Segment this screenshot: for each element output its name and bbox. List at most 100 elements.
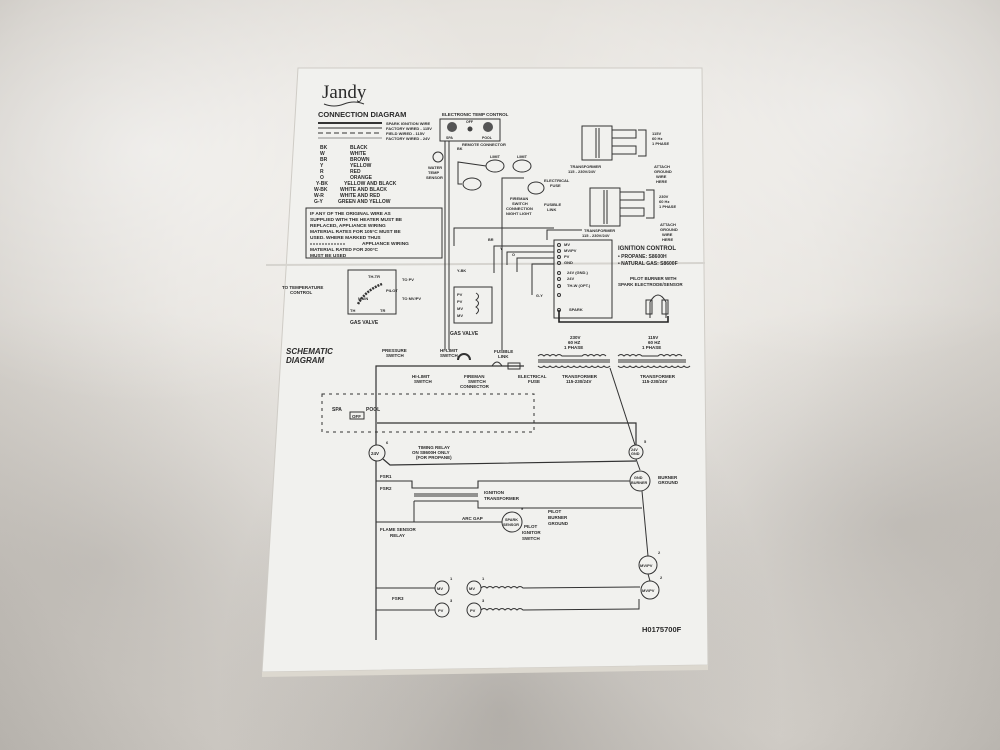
svg-text:RELAY: RELAY [390, 533, 405, 538]
svg-text:230V: 230V [570, 335, 581, 340]
svg-text:1: 1 [450, 576, 453, 581]
part-number: H0175700F [642, 625, 682, 634]
svg-text:BK: BK [457, 147, 463, 151]
svg-text:24V: 24V [567, 276, 574, 281]
svg-text:ORANGE: ORANGE [350, 175, 373, 181]
svg-text:MUST BE USED: MUST BE USED [310, 253, 347, 259]
svg-text:TEMP: TEMP [428, 170, 439, 175]
svg-text:BR: BR [488, 238, 494, 242]
svg-text:O: O [512, 253, 515, 257]
svg-text:2: 2 [658, 550, 661, 555]
svg-text:SPARK: SPARK [505, 518, 518, 522]
svg-text:CONNECTION: CONNECTION [506, 206, 533, 211]
svg-text:SPA: SPA [332, 407, 342, 413]
svg-text:OFF: OFF [352, 414, 361, 419]
gas-valve-left: TO TEMPERATURE CONTROL TH-TR TO PV PILOT… [282, 269, 421, 326]
svg-text:ELECTRICAL: ELECTRICAL [544, 178, 570, 183]
svg-text:115-230/24V: 115-230/24V [566, 379, 592, 384]
svg-text:FIELD WIRED - 115V: FIELD WIRED - 115V [386, 131, 425, 136]
svg-text:LINK: LINK [547, 207, 556, 212]
pilot-burner: PILOT BURNER WITH SPARK ELECTRODE/SENSOR [558, 276, 683, 323]
svg-text:NIGHT LIGHT: NIGHT LIGHT [506, 211, 532, 216]
svg-text:PILOT: PILOT [548, 509, 562, 514]
svg-text:GROUND: GROUND [660, 227, 678, 232]
svg-text:REMOTE CONNECTOR: REMOTE CONNECTOR [462, 142, 506, 147]
svg-text:MV: MV [469, 586, 475, 591]
svg-text:Y-BK: Y-BK [457, 269, 466, 273]
svg-text:60 Hz: 60 Hz [652, 136, 662, 141]
svg-text:TRANSFORMER: TRANSFORMER [484, 496, 520, 501]
svg-text:1: 1 [482, 576, 485, 581]
svg-text:2: 2 [660, 575, 663, 580]
svg-text:SCHEMATIC: SCHEMATIC [286, 347, 333, 356]
svg-text:SWITCH: SWITCH [512, 201, 528, 206]
svg-text:FSR1: FSR1 [380, 474, 392, 479]
svg-text:DIAGRAM: DIAGRAM [286, 356, 325, 365]
svg-text:ATTACH: ATTACH [660, 222, 676, 227]
svg-text:MV/PV: MV/PV [640, 563, 653, 568]
svg-text:WHITE: WHITE [350, 151, 367, 157]
svg-text:R: R [320, 169, 324, 175]
schematic-diagram: SCHEMATIC DIAGRAM PRESSURE SWITCH HI-LIM… [286, 335, 691, 640]
svg-text:G-Y: G-Y [314, 199, 324, 205]
svg-text:FSR3: FSR3 [392, 596, 404, 601]
svg-text:WIRE: WIRE [662, 232, 673, 237]
svg-text:1 PHASE: 1 PHASE [642, 345, 661, 350]
svg-text:GREEN AND YELLOW: GREEN AND YELLOW [338, 199, 391, 205]
svg-text:115V: 115V [648, 335, 658, 340]
svg-text:GAS VALVE: GAS VALVE [350, 320, 379, 326]
svg-text:MV: MV [457, 306, 463, 311]
svg-text:PV: PV [470, 608, 476, 613]
svg-text:PV: PV [438, 608, 444, 613]
svg-text:RED: RED [350, 169, 361, 175]
svg-text:BR: BR [320, 157, 328, 163]
svg-text:IGNITION CONTROL: IGNITION CONTROL [618, 246, 676, 252]
wire-warning-box: IF ANY OF THE ORIGINAL WIRE AS SUPPLIED … [305, 207, 443, 259]
line-legend: SPARK IGNITION WIRE FACTORY WIRED - 115V… [318, 121, 432, 141]
svg-text:9: 9 [521, 506, 524, 511]
svg-text:WATER: WATER [428, 165, 442, 170]
svg-text:60 HZ: 60 HZ [648, 340, 661, 345]
svg-text:24V: 24V [631, 448, 638, 452]
svg-text:3: 3 [482, 598, 485, 603]
svg-text:FUSE: FUSE [550, 183, 561, 188]
svg-text:5: 5 [644, 439, 647, 444]
wiring [453, 177, 582, 350]
svg-text:SWITCH: SWITCH [386, 353, 404, 358]
svg-text:BURNER: BURNER [548, 515, 568, 520]
svg-text:HI-LIMIT: HI-LIMIT [440, 348, 458, 353]
svg-text:MV/PV: MV/PV [564, 248, 577, 253]
svg-text:O: O [320, 175, 324, 181]
svg-text:24V (GND.): 24V (GND.) [567, 270, 589, 275]
svg-text:WHITE AND BLACK: WHITE AND BLACK [340, 187, 387, 193]
svg-text:115V: 115V [652, 131, 661, 136]
svg-text:GROUND: GROUND [654, 169, 672, 174]
svg-text:ATTACH: ATTACH [654, 164, 670, 169]
svg-text:BROWN: BROWN [350, 157, 370, 163]
limit-switches: LIMIT LIMIT [457, 155, 545, 195]
svg-text:Y-BK: Y-BK [316, 181, 328, 187]
svg-text:Y: Y [320, 163, 324, 169]
svg-text:PILOT BURNER WITH: PILOT BURNER WITH [630, 276, 677, 281]
svg-text:TRANSFORMER: TRANSFORMER [584, 228, 615, 233]
svg-text:LIMIT: LIMIT [490, 155, 501, 159]
svg-text:1 PHASE: 1 PHASE [659, 204, 676, 209]
svg-text:TRANSFORMER: TRANSFORMER [562, 374, 598, 379]
svg-text:SUPPLIED WITH THE HEATER MUST: SUPPLIED WITH THE HEATER MUST BE [310, 217, 403, 223]
svg-text:YELLOW AND BLACK: YELLOW AND BLACK [344, 181, 397, 187]
svg-text:WIRE: WIRE [656, 174, 667, 179]
svg-text:ELECTRONIC TEMP CONTROL: ELECTRONIC TEMP CONTROL [442, 112, 509, 117]
svg-text:HI-LIMIT: HI-LIMIT [412, 374, 430, 379]
svg-text:GROUND: GROUND [658, 480, 679, 485]
transformer-230v: TRANSFORMER 115 - 230V/24V 230V 60 Hz 1 … [582, 187, 678, 242]
svg-text:115 - 230V/24V: 115 - 230V/24V [568, 169, 596, 174]
electronic-temp-control: ELECTRONIC TEMP CONTROL SPA OFF POOL REM… [439, 112, 509, 350]
connection-diagram-title: CONNECTION DIAGRAM [318, 110, 406, 119]
svg-text:FUSIBLE: FUSIBLE [544, 202, 561, 207]
svg-text:G-Y: G-Y [536, 294, 543, 298]
svg-text:TIMING RELAY: TIMING RELAY [418, 445, 450, 450]
svg-text:FACTORY WIRED - 115V: FACTORY WIRED - 115V [386, 126, 432, 131]
svg-text:SPARK: SPARK [569, 307, 583, 312]
svg-text:MV: MV [457, 313, 463, 318]
